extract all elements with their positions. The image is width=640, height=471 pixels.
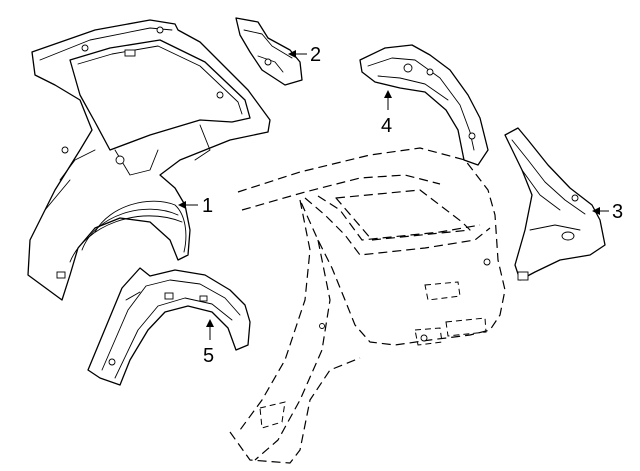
callout-5: 5: [203, 319, 214, 367]
callout-1: 1: [178, 195, 213, 217]
callout-2: 2: [288, 44, 321, 66]
part-4-wheelhouse-extension: [359, 44, 489, 166]
callout-1-label: 1: [202, 195, 213, 217]
callout-4: 4: [381, 90, 392, 137]
part-3-rear-pillar: [504, 127, 606, 281]
part-1-inner-quarter-panel: [27, 19, 271, 301]
part-2-bracket: [235, 17, 303, 86]
callout-2-label: 2: [310, 44, 321, 66]
callout-5-label: 5: [203, 345, 214, 367]
callout-3: 3: [592, 201, 623, 223]
callout-4-label: 4: [381, 115, 392, 137]
quarter-panel-outline: [229, 147, 506, 464]
callout-3-label: 3: [612, 201, 623, 223]
part-5-inner-wheelhouse: [87, 267, 251, 386]
